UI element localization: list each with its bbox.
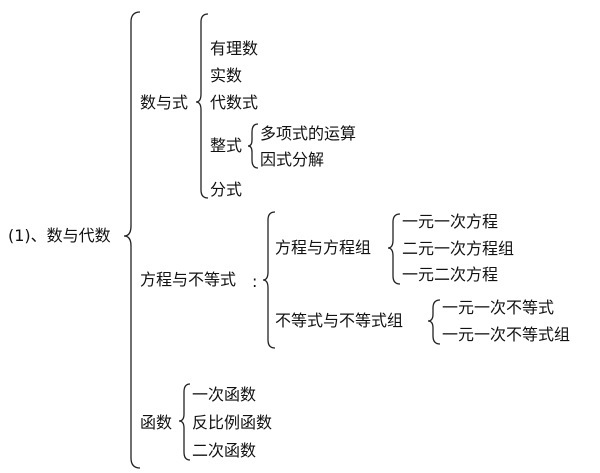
item-fanbili-hanshu: 反比例函数 <box>192 413 273 432</box>
item-shishu: 实数 <box>210 66 243 85</box>
fangcheng-brace <box>262 211 276 349</box>
budengshi-zu-brace <box>427 299 441 345</box>
item-daishushi: 代数式 <box>210 93 259 112</box>
fangcheng-zu-label: 方程与方程组 <box>275 238 372 257</box>
branch-hanshu-label: 函数 <box>140 413 173 432</box>
main-brace <box>123 11 141 469</box>
item-duoxiangshi: 多项式的运算 <box>260 124 357 143</box>
item-eryuan-yici-fangchengzu: 二元一次方程组 <box>402 239 515 258</box>
zhengshi-brace <box>247 123 259 169</box>
item-erci-hanshu: 二次函数 <box>192 441 257 460</box>
item-zhengshi: 整式 <box>210 136 243 155</box>
item-yiyuan-yici-fangcheng: 一元一次方程 <box>402 212 499 231</box>
branch-shu-yu-shi-label: 数与式 <box>140 93 189 112</box>
item-yiyuan-yici-budengshizu: 一元一次不等式组 <box>442 325 571 344</box>
colon-separator: : <box>252 272 258 291</box>
branch-fangcheng-label: 方程与不等式 <box>140 270 237 289</box>
shu-yu-shi-brace <box>195 13 209 199</box>
budengshi-zu-label: 不等式与不等式组 <box>275 311 404 330</box>
hanshu-brace <box>178 383 191 461</box>
item-youlishu: 有理数 <box>210 39 259 58</box>
item-yiyuan-erci-fangcheng: 一元二次方程 <box>402 265 499 284</box>
item-yiyuan-yici-budengshi: 一元一次不等式 <box>442 298 555 317</box>
fangcheng-zu-brace <box>387 213 401 285</box>
root-label: (1)、数与代数 <box>8 226 111 245</box>
item-yinshifenjie: 因式分解 <box>260 150 325 169</box>
item-fenshi: 分式 <box>210 180 243 199</box>
item-yici-hanshu: 一次函数 <box>192 385 257 404</box>
